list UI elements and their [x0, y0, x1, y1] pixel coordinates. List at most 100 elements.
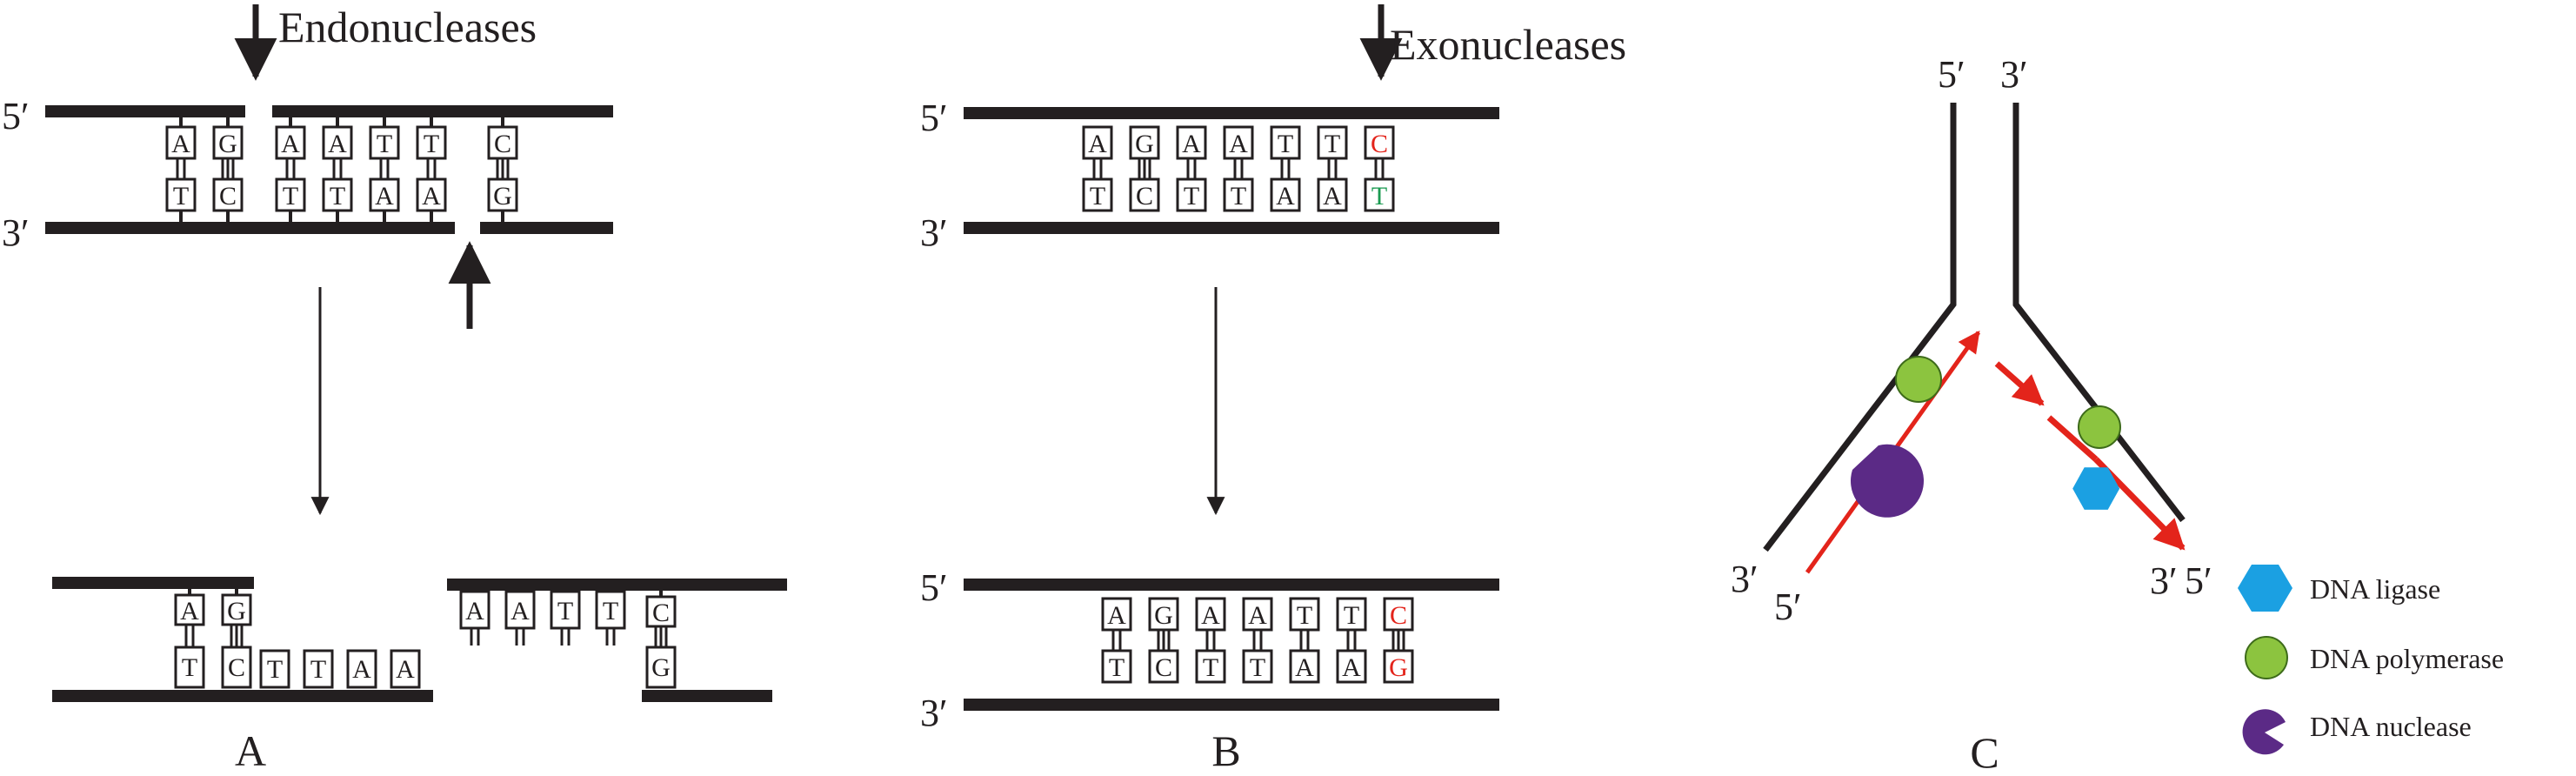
c-left-bottom-prime-5: 5′ [1774, 585, 1802, 628]
svg-text:A: A [465, 597, 484, 625]
panel-b: Exonucleases 5′ 3′ A T G C A T [920, 4, 1626, 775]
legend-item-nuclease: DNA nuclease [2242, 709, 2472, 755]
base-box [1242, 597, 1273, 632]
svg-text:T: T [1297, 601, 1312, 630]
base-box [1336, 597, 1367, 632]
svg-text:A: A [352, 655, 371, 684]
base-box [1289, 597, 1320, 632]
base-box [416, 125, 447, 160]
base-box [1270, 177, 1301, 212]
base-box [1129, 177, 1160, 212]
a-bottom-prime: 3′ [2, 211, 30, 254]
svg-text:A: A [1248, 601, 1267, 630]
base-box [174, 646, 205, 689]
b-base-pairs-after: A T G C A T A T T A T [1101, 597, 1414, 684]
svg-text:T: T [1344, 601, 1359, 630]
replication-fork-right-strand [2012, 103, 2186, 523]
svg-text:A: A [422, 182, 441, 211]
base-box [1129, 125, 1160, 160]
legend: DNA ligase DNA polymerase DNA nuclease [2238, 565, 2504, 755]
base-box [390, 649, 421, 689]
legend-label: DNA nuclease [2310, 711, 2472, 742]
c-left-top-prime: 5′ [1938, 53, 1965, 96]
svg-text:A: A [1295, 653, 1314, 682]
base-box [165, 125, 197, 160]
base-box [645, 646, 677, 689]
svg-text:C: C [1371, 130, 1388, 158]
b-after-bottom-prime: 3′ [920, 692, 948, 734]
lagging-strand-arrow-2 [2046, 415, 2099, 462]
base-box [322, 125, 353, 160]
base-box [1270, 125, 1301, 160]
svg-text:C: C [1390, 601, 1407, 630]
svg-text:A: A [1342, 653, 1361, 682]
panel-c-label: C [1970, 728, 1999, 776]
circle-icon [2245, 636, 2288, 679]
legend-label: DNA polymerase [2310, 643, 2504, 674]
base-box [459, 590, 491, 630]
svg-text:C: C [652, 599, 670, 627]
svg-text:G: G [1135, 130, 1154, 158]
base-box [221, 646, 252, 689]
svg-text:G: G [1154, 601, 1173, 630]
replication-fork-left-strand [1763, 103, 1957, 552]
dna-ligase-on-fork [2072, 467, 2120, 510]
lagging-strand-arrow-1 [1994, 361, 2045, 406]
b-base-pairs-before: A T G C A T A T T A [1082, 125, 1395, 212]
base-box [550, 590, 581, 630]
panel-a: Endonucleases 5′ 3′ A T G C [2, 3, 787, 775]
svg-text:A: A [396, 655, 415, 684]
endonuclease-label: Endonucleases [278, 3, 537, 51]
base-box [1289, 649, 1320, 684]
base-box-mismatch [1364, 177, 1395, 212]
svg-text:G: G [218, 130, 237, 158]
c-right-bottom-prime-3: 3′ [2150, 559, 2178, 602]
svg-text:C: C [1155, 653, 1172, 682]
dna-nuclease-on-fork [1851, 444, 1925, 518]
a-product-fragments: A T G C T T A A A [52, 577, 787, 702]
svg-text:T: T [1109, 653, 1124, 682]
svg-text:G: G [651, 653, 671, 682]
base-box [1195, 597, 1226, 632]
base-box [1101, 597, 1132, 632]
exonuclease-label: Exonucleases [1390, 20, 1626, 69]
svg-text:A: A [1088, 130, 1107, 158]
c-right-bottom-prime-5: 5′ [2185, 559, 2212, 602]
base-box-mismatch [1364, 125, 1395, 160]
base-box [1176, 177, 1207, 212]
a-base-pairs: A T G C A T [165, 117, 518, 223]
svg-text:T: T [267, 655, 283, 684]
base-box-repaired [1383, 649, 1414, 684]
svg-text:A: A [375, 182, 394, 211]
base-box [1101, 649, 1132, 684]
base-box [346, 649, 377, 689]
dna-polymerase-leading [1895, 356, 1942, 403]
base-box [1195, 649, 1226, 684]
b-top-prime: 5′ [920, 97, 948, 139]
base-box [1317, 125, 1348, 160]
svg-text:T: T [1250, 653, 1265, 682]
pacman-icon [2242, 709, 2286, 755]
base-box [259, 649, 290, 689]
svg-text:C: C [219, 182, 237, 211]
base-box [1317, 177, 1348, 212]
panel-a-label: A [235, 726, 266, 775]
svg-text:T: T [603, 597, 618, 625]
base-box [303, 649, 334, 689]
base-box [1336, 649, 1367, 684]
base-box [1148, 649, 1179, 684]
base-box-repaired [1383, 597, 1414, 632]
dna-polymerase-lagging [2078, 405, 2121, 449]
svg-text:C: C [494, 130, 511, 158]
panel-b-label: B [1211, 726, 1240, 775]
svg-text:T: T [1203, 653, 1218, 682]
svg-text:A: A [328, 130, 347, 158]
svg-text:C: C [1136, 182, 1153, 211]
svg-text:T: T [1278, 130, 1293, 158]
svg-text:T: T [1231, 182, 1246, 211]
svg-text:T: T [424, 130, 439, 158]
svg-text:A: A [1182, 130, 1201, 158]
c-right-top-prime: 3′ [2000, 53, 2028, 96]
svg-text:G: G [1389, 653, 1408, 682]
base-box [1176, 125, 1207, 160]
